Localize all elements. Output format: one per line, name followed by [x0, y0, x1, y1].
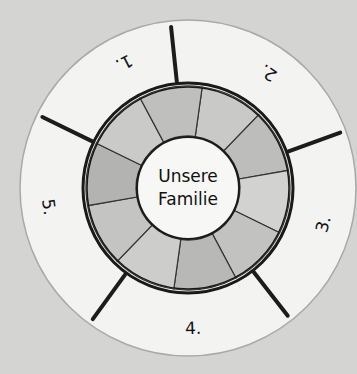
callout-number: 4.	[184, 318, 201, 339]
ring-border	[87, 87, 289, 289]
center-title: Unsere Familie	[147, 165, 229, 211]
divider-line	[42, 117, 91, 141]
ring-border	[83, 83, 293, 293]
center-circle: Unsere Familie	[136, 136, 240, 240]
divider-line	[171, 27, 177, 82]
divider-line	[93, 275, 125, 319]
divider-line	[254, 272, 288, 315]
divider-line	[289, 133, 341, 152]
paper-disc	[20, 20, 356, 356]
callout-number: 5.	[38, 198, 60, 217]
